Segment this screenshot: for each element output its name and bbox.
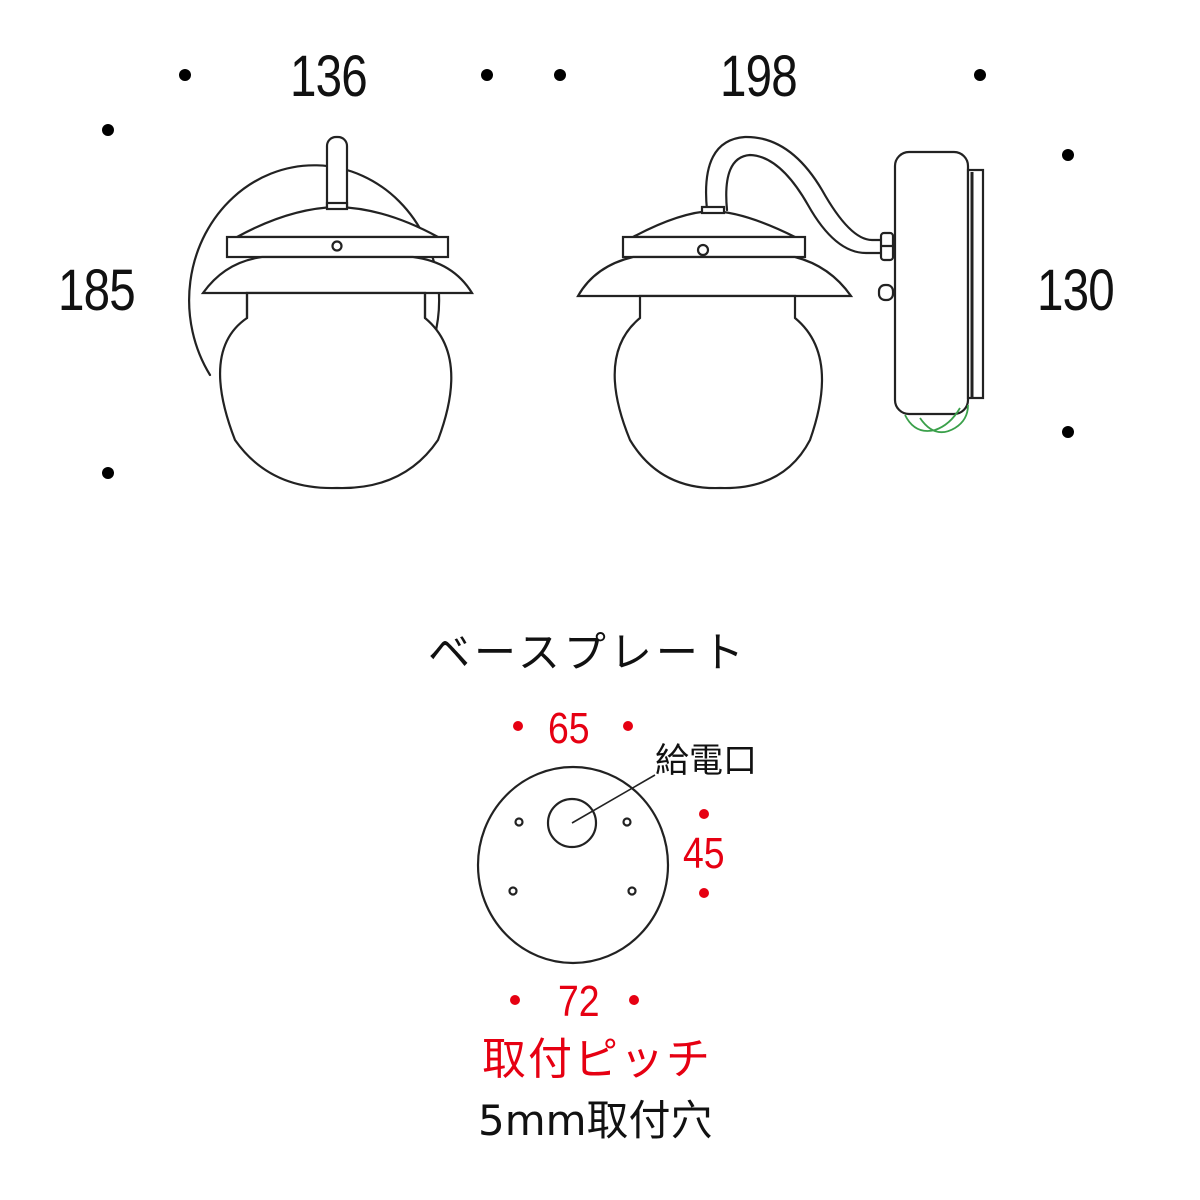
dimension-dots-side xyxy=(554,69,1074,438)
feed-port-hole xyxy=(546,797,598,849)
globe xyxy=(218,291,453,490)
shade xyxy=(200,255,474,295)
front-width-dimension: 136 xyxy=(290,44,368,109)
base-plate-title: ベースプレート xyxy=(428,628,748,677)
mount-hole xyxy=(514,817,524,827)
leader-line xyxy=(571,774,656,824)
side-height-dimension: 130 xyxy=(1037,258,1115,323)
side-view-lamp xyxy=(576,135,985,490)
bottom-pitch-dimension: 72 xyxy=(558,977,600,1026)
wire-green xyxy=(904,407,961,432)
mount-hole xyxy=(627,886,637,896)
globe xyxy=(613,294,824,490)
base-plate-drawing xyxy=(476,765,670,965)
side-pitch-dimension: 45 xyxy=(683,829,725,878)
screw-icon xyxy=(331,240,343,252)
feed-port-label: 給電口 xyxy=(655,741,757,781)
dimension-dots-front xyxy=(102,69,493,479)
screw-icon xyxy=(696,243,710,257)
side-depth-dimension: 198 xyxy=(720,44,798,109)
wall-box xyxy=(893,150,970,416)
top-pitch-dimension: 65 xyxy=(548,704,590,753)
mount-hole xyxy=(508,886,518,896)
pitch-caption: 取付ピッチ xyxy=(482,1034,712,1085)
front-view-lamp xyxy=(188,135,474,490)
pitch-dots xyxy=(510,721,709,1005)
front-height-dimension: 185 xyxy=(58,258,136,323)
hole-caption: 5mm取付穴 xyxy=(478,1096,713,1145)
base-plate-circle xyxy=(476,765,670,965)
mount-hole xyxy=(622,817,632,827)
shade xyxy=(576,255,854,298)
